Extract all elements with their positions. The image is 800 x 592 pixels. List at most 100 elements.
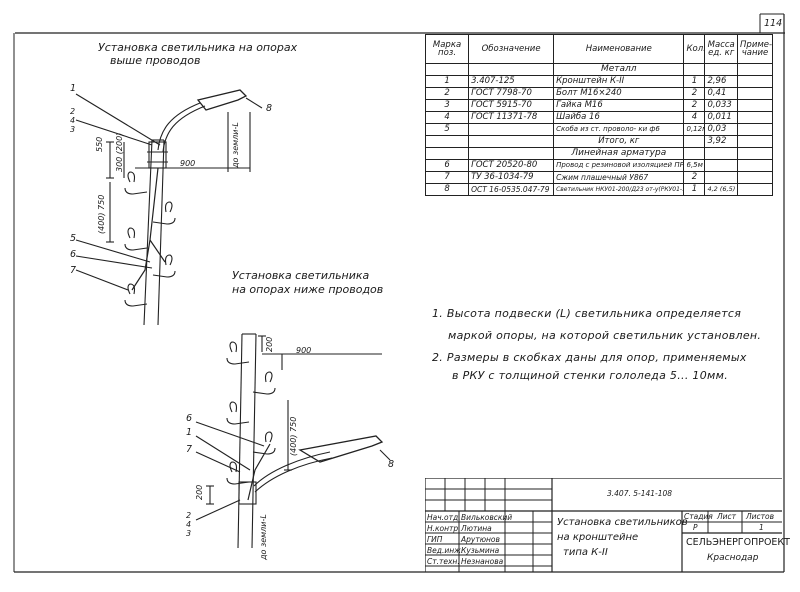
fig2-callout-4: 4 [186,520,192,529]
fig2-callout-2: 2 [186,511,192,520]
fig1-callout-7: 7 [70,265,77,276]
cell-pos: 5 [424,123,470,136]
table-row: 3 ГОСТ 5915-70 Гайка М16 2 0,033 [424,99,773,112]
table-row: 8 ОСТ 16-0535.047-79 Светильник НКУ01-20… [424,183,773,196]
cell-qty: 1 [683,75,706,88]
cell-code: ГОСТ 7798-70 [468,87,555,100]
cell-note [737,87,773,100]
title-bottom-line-1: Установка светильника [232,269,370,282]
cell-note [737,171,773,184]
title-block-grid [425,478,782,572]
stamp-title-line-3: типа К-II [563,547,608,558]
table-section-metal: Металл [424,63,773,76]
title-bottom-line-2: на опорах ниже проводов [232,283,384,296]
title-block: 3.407. 5-141-108 Нач.отд. Н.контр. ГИП В… [425,478,790,572]
col-header-name: Наименование [553,34,685,64]
cell-name: Гайка М16 [553,99,685,112]
table-row: 6 ГОСТ 20520-80 Провод с резиновой изоля… [424,159,773,172]
specification-table: Марка поз. Обозначение Наименование Кол.… [424,34,773,196]
cell-qty: 4 [683,111,706,124]
stamp-role: Ст.техн. [427,557,460,566]
note-line-3: 2. Размеры в скобках даны для опор, прим… [432,351,747,364]
fig2-callout-7: 7 [186,444,193,455]
cell-pos: 4 [424,111,470,124]
fig1-callout-8: 8 [266,103,273,114]
cell-pos: 8 [424,183,470,196]
cell-name: Кронштейн К-II [553,75,685,88]
cell-mass: 0,41 [704,87,739,100]
col-header-qty: Кол. [683,34,706,64]
fig1-dim-900: 900 [180,159,196,168]
total-value: 3,92 [704,135,739,148]
cell-qty: 6,5м [683,159,706,172]
col-header-note: Приме- чание [737,34,773,64]
fig1-dim-550: 550 [95,136,104,152]
fig1-callout-1: 1 [70,83,77,94]
section-metal-label: Металл [553,63,685,76]
cell-name: Светильник НКУ01-200/Д23 от-у(РКУ01-125-… [553,183,685,196]
stamp-title-line-1: Установка светильников [557,517,688,528]
cell-note [737,75,773,88]
cell-pos: 1 [424,75,470,88]
cell-qty: 0,12м [683,123,706,136]
stamp-role: Вед.инж. [427,546,464,555]
note-line-2: маркой опоры, на которой светильник уста… [448,329,762,342]
table-row: 5 Скоба из ст. проволо- ки ф6 0,12м 0,03 [424,123,773,136]
cell-pos: 6 [424,159,470,172]
fig2-dim-750: (400) 750 [289,416,298,456]
stamp-name: Лютина [461,524,492,533]
title-top-line-2: выше проводов [110,54,201,67]
fig2-callout-3: 3 [186,529,192,538]
cell-code: ГОСТ 11371-78 [468,111,555,124]
cell-name: Болт М16×240 [553,87,685,100]
cell-qty: 2 [683,171,706,184]
fig1-callout-6: 6 [70,249,77,260]
section-line-label: Линейная арматура [553,147,685,160]
table-row: 7 ТУ 36-1034-79 Сжим плашечный У867 2 [424,171,773,184]
stamp-name: Кузьмина [461,546,500,555]
cell-mass: 2,96 [704,75,739,88]
fig1-callout-3: 3 [70,125,76,134]
fig1-callout-5: 5 [70,233,77,244]
stamp-name: Незнанова [461,557,504,566]
cell-qty: 2 [683,87,706,100]
cell-qty: 1 [683,183,706,196]
fig2-callout-8: 8 [388,459,395,470]
doc-number: 3.407. 5-141-108 [607,489,673,498]
table-row: 1 3.407-125 Кронштейн К-II 1 2,96 [424,75,773,88]
fig2-callout-6: 6 [186,413,193,424]
table-total-row: Итого, кг 3,92 [424,135,773,148]
stamp-title-line-2: на кронштейне [557,532,639,543]
cell-name: Провод с резиновой изоляцией ПРГН-1,5 [553,159,685,172]
stage-value: Р [693,523,698,532]
cell-code: ТУ 36-1034-79 [468,171,555,184]
fig1-dim-750: (400) 750 [97,194,106,234]
organization-name: СЕЛЬЭНЕРГОПРОЕКТ [686,537,790,548]
sheets-label: Листов [746,512,775,521]
cell-note [737,99,773,112]
stamp-role: ГИП [427,535,443,544]
fig1-dim-300: 300 (200) [115,132,124,172]
note-line-1: 1. Высота подвески (L) светильника опред… [432,307,742,320]
cell-note [737,183,773,196]
cell-mass: 0,011 [704,111,739,124]
cell-mass [704,159,739,172]
cell-name: Скоба из ст. проволо- ки ф6 [553,123,685,136]
cell-code: ГОСТ 20520-80 [468,159,555,172]
cell-pos: 2 [424,87,470,100]
page-number: 114 [764,18,783,29]
fig1-callout-4: 4 [70,116,76,125]
stamp-role: Н.контр. [427,524,461,533]
cell-pos: 3 [424,99,470,112]
stage-label: Стадия [684,512,713,521]
cell-mass: 4,2 (6,5) [704,183,739,196]
cell-mass: 0,03 [704,123,739,136]
cell-pos: 7 [424,171,470,184]
total-label: Итого, кг [553,135,685,148]
fig2-callout-1: 1 [186,427,193,438]
note-line-4: в РКУ с толщиной стенки гололеда 5... 10… [452,369,729,382]
cell-name: Сжим плашечный У867 [553,171,685,184]
fig2-dim-200-top: 200 [265,336,274,352]
table-section-line: Линейная арматура [424,147,773,160]
title-top-line-1: Установка светильника на опорах [98,41,298,54]
